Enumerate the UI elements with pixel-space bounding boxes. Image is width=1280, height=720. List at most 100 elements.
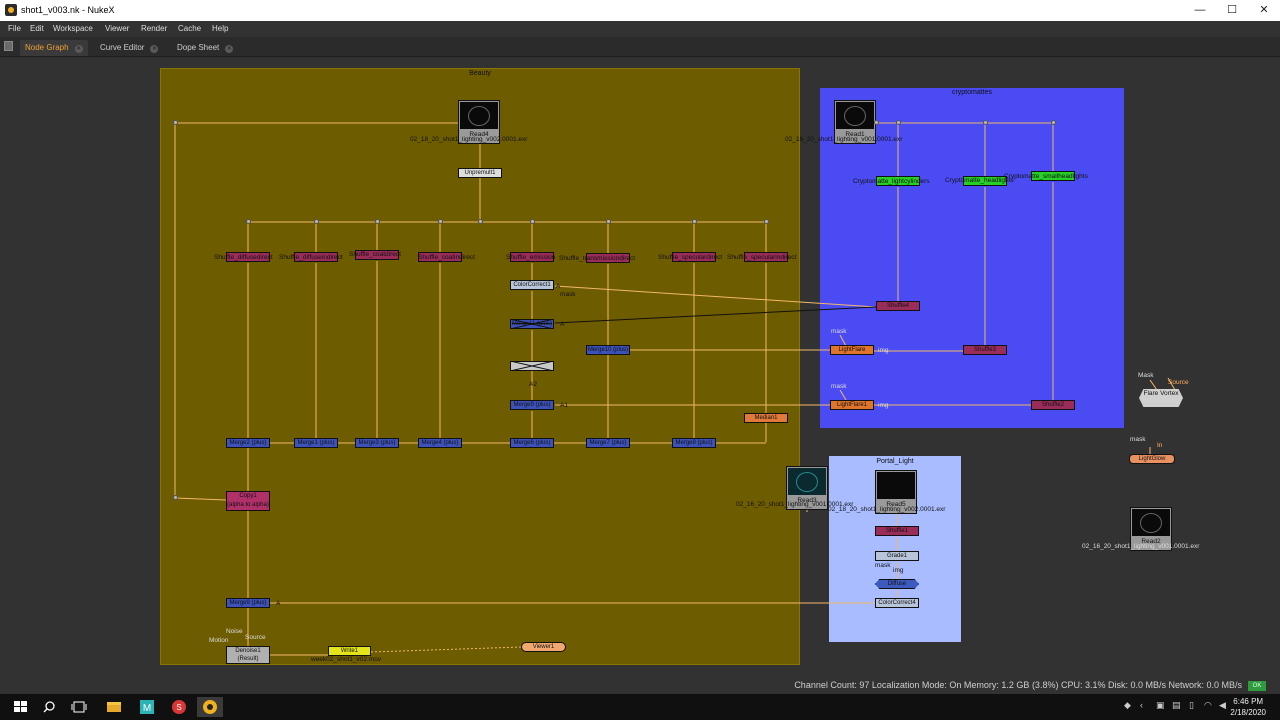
tab-curve-editor[interactable]: Curve Editor✕ (95, 40, 163, 56)
node-shuffle4[interactable]: Shuffle4 (876, 301, 920, 311)
node-read2[interactable]: Read2 (1130, 507, 1172, 551)
node-merge8[interactable]: Merge8 (plus) (672, 438, 716, 448)
search-icon[interactable] (36, 697, 62, 717)
svg-text:M: M (143, 703, 151, 714)
menu-viewer[interactable]: Viewer (105, 24, 130, 33)
task-view-icon[interactable] (66, 697, 92, 717)
tab-node-graph[interactable]: Node Graph✕ (20, 40, 88, 56)
node-merge2[interactable]: Merge2 (plus) (226, 438, 270, 448)
menu-bar: File Edit Workspace Viewer Render Cache … (0, 21, 1280, 37)
maximize-button[interactable]: ☐ (1227, 4, 1237, 16)
node-shuffle2[interactable]: Shuffle2 (1031, 400, 1075, 410)
node-dot[interactable] (246, 219, 251, 224)
node-graph[interactable]: Beauty cryptomattes Portal_Light (0, 57, 1280, 678)
node-colorcorrect1[interactable]: ColorCorrect1 (510, 280, 554, 290)
node-read3[interactable]: Read3 (786, 466, 828, 510)
node-unpremult1[interactable]: Unpremult1 (458, 168, 502, 178)
battery-icon[interactable]: ▯ (1189, 700, 1194, 710)
volume-icon[interactable]: ◀ (1219, 700, 1226, 710)
node-lightglow[interactable]: LightGlow (1129, 454, 1175, 464)
node-median1[interactable]: Median1 (744, 413, 788, 423)
close-icon[interactable]: ✕ (225, 45, 234, 53)
node-merge-bottom[interactable]: Merge9 (plus) (226, 598, 270, 608)
node-dot[interactable] (438, 219, 443, 224)
nuke-taskbar-icon[interactable] (197, 697, 223, 717)
close-button[interactable]: ✕ (1259, 4, 1269, 16)
panel-tab-bar: Node Graph✕ Curve Editor✕ Dope Sheet ✕ (0, 37, 1280, 57)
node-merge3[interactable]: Merge3 (plus) (355, 438, 399, 448)
substance-icon[interactable]: S (166, 697, 192, 717)
node-shuffle1[interactable]: Shuffle1 (875, 526, 919, 536)
node-shuffle-specularindirect[interactable] (744, 252, 788, 262)
node-dot[interactable] (896, 120, 901, 125)
node-grade1[interactable]: Grade1 (875, 551, 919, 561)
node-dot[interactable] (874, 120, 879, 125)
close-icon[interactable]: ✕ (150, 45, 159, 53)
node-merge4[interactable]: Merge4 (plus) (418, 438, 462, 448)
node-colorcorrect4[interactable]: ColorCorrect4 (875, 598, 919, 608)
node-shuffle3[interactable]: Shuffle3 (963, 345, 1007, 355)
node-merge9[interactable]: Merge9 (plus) (510, 400, 554, 410)
node-dot[interactable] (606, 219, 611, 224)
tab-dope-sheet-label: Dope Sheet (177, 43, 220, 52)
node-cryptomatte-lightcylinders[interactable] (876, 176, 920, 186)
node-merge6[interactable]: Merge6 (plus) (510, 438, 554, 448)
status-bar: Channel Count: 97 Localization Mode: On … (0, 678, 1280, 694)
network-icon[interactable]: ▣ (1156, 700, 1165, 710)
node-shuffle-coatindirect[interactable] (418, 252, 462, 262)
node-shuffle-transmissiondirect[interactable] (586, 253, 630, 263)
close-icon[interactable]: ✕ (74, 45, 83, 53)
node-dot[interactable] (173, 495, 178, 500)
system-clock[interactable]: 6:46 PM 2/18/2020 (1230, 696, 1266, 718)
menu-workspace[interactable]: Workspace (53, 24, 93, 33)
wifi-icon[interactable]: ◠ (1204, 700, 1212, 710)
node-write1[interactable]: Write1 (328, 646, 371, 656)
node-dot[interactable] (692, 219, 697, 224)
node-flare-vortex[interactable]: Flare Vortex (1139, 389, 1183, 407)
node-copy1[interactable]: Copy1 (alpha to alpha) (226, 491, 270, 511)
node-read5[interactable]: Read5 (875, 470, 917, 514)
node-shuffle-diffuseindirect[interactable] (294, 252, 338, 262)
node-read1[interactable]: Read1 (834, 100, 876, 144)
minimize-button[interactable]: — (1194, 4, 1206, 16)
menu-help[interactable]: Help (212, 24, 229, 33)
tab-dope-sheet[interactable]: Dope Sheet ✕ (172, 40, 238, 56)
node-dot[interactable] (764, 219, 769, 224)
maya-icon[interactable]: M (134, 697, 160, 717)
mask-input-label: Mask (1138, 372, 1154, 379)
node-merge10[interactable]: Merge10 (plus) (586, 345, 630, 355)
node-viewer1[interactable]: Viewer1 (521, 642, 566, 652)
node-merge1[interactable]: Merge1 (plus) (294, 438, 338, 448)
menu-file[interactable]: File (8, 24, 21, 33)
node-dot[interactable] (530, 219, 535, 224)
node-dot[interactable] (314, 219, 319, 224)
menu-render[interactable]: Render (141, 24, 168, 33)
file-explorer-icon[interactable] (101, 697, 127, 717)
node-dot[interactable] (478, 219, 483, 224)
backdrop-cryptomattes[interactable]: cryptomattes (820, 88, 1124, 428)
node-dot[interactable] (375, 219, 380, 224)
chevron-left-icon[interactable]: ‹ (1140, 700, 1143, 710)
node-shuffle-emission[interactable] (510, 252, 554, 262)
windows-start-icon[interactable] (8, 697, 34, 717)
node-shuffle-coatdirect[interactable] (355, 250, 399, 260)
node-merge7[interactable]: Merge7 (plus) (586, 438, 630, 448)
printer-icon[interactable]: ▤ (1172, 700, 1181, 710)
node-dot[interactable] (983, 120, 988, 125)
wire (554, 285, 877, 308)
node-dot[interactable] (1051, 120, 1056, 125)
node-shuffle-diffusedirect[interactable] (226, 252, 270, 262)
panel-menu-handle[interactable] (4, 41, 13, 51)
node-shuffle-speculardirect[interactable] (672, 252, 716, 262)
node-cryptomatte-headlights[interactable] (963, 176, 1007, 186)
node-lightflare1[interactable]: LightFlare1 (830, 400, 874, 410)
menu-edit[interactable]: Edit (30, 24, 44, 33)
dropbox-icon[interactable]: ◆ (1124, 700, 1131, 710)
node-read4[interactable]: Read4 (458, 100, 500, 144)
node-dot[interactable] (173, 120, 178, 125)
node-cryptomatte-smallheadlights[interactable] (1031, 171, 1075, 181)
menu-cache[interactable]: Cache (178, 24, 202, 33)
node-denoise1[interactable]: Denoise1 (Result) (226, 646, 270, 664)
node-diffuse[interactable]: Diffuse (875, 579, 919, 589)
node-lightflare[interactable]: LightFlare (830, 345, 874, 355)
